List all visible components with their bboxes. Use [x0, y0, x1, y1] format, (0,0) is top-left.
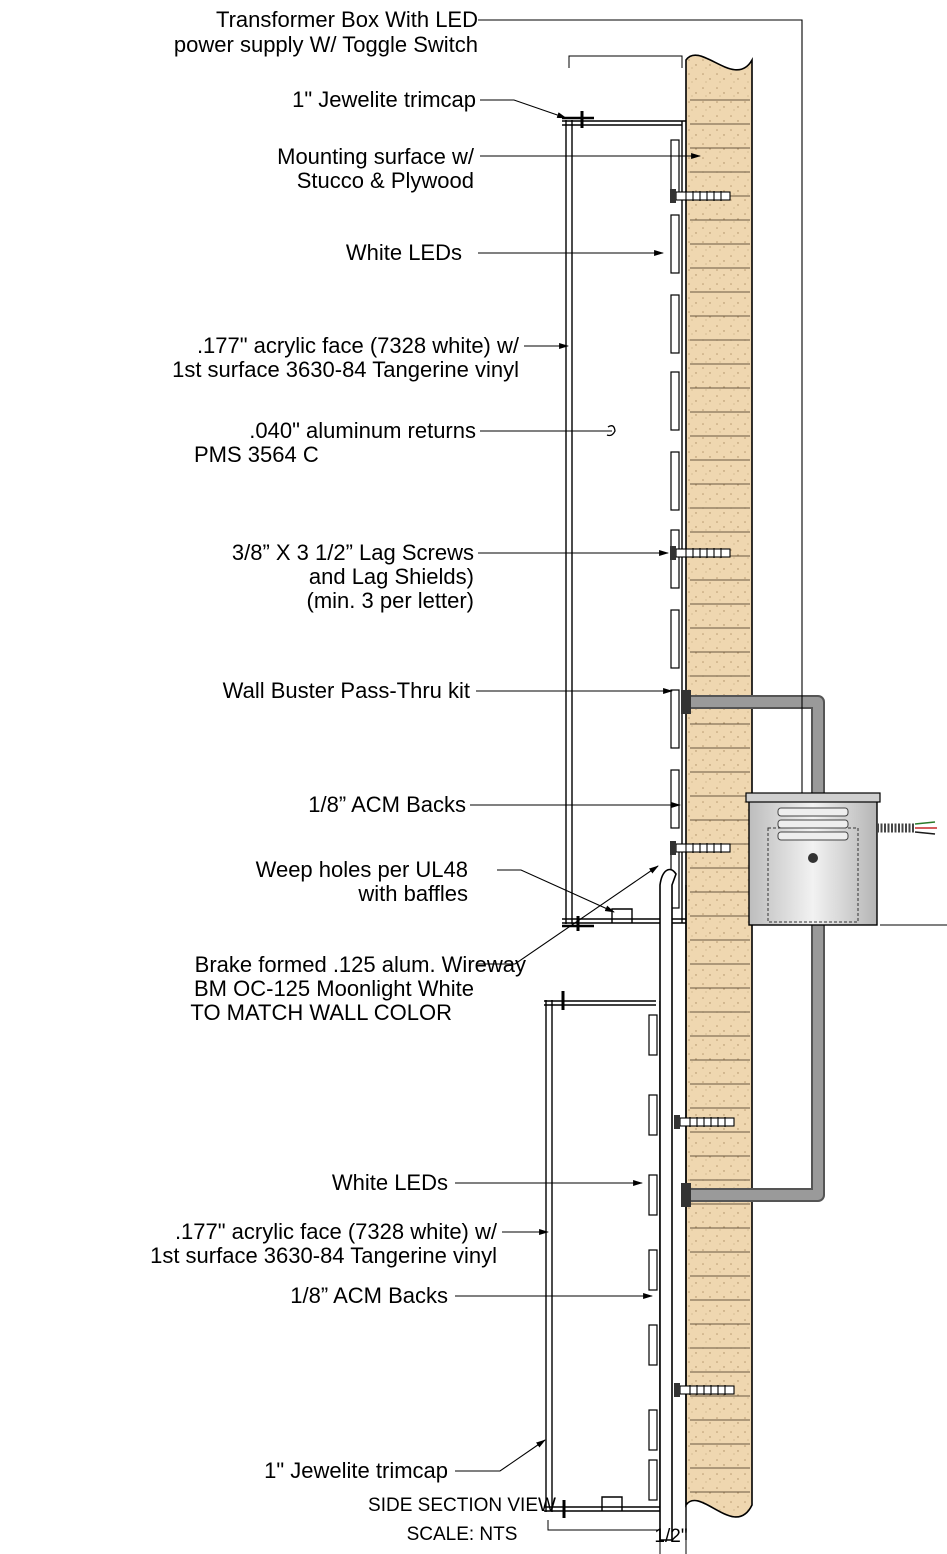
toggle-switch-icon — [808, 853, 818, 863]
led-module — [648, 1324, 658, 1366]
lag-screw — [679, 1385, 735, 1395]
label-leds-bottom: White LEDs — [332, 1170, 448, 1195]
lower-lag-screws — [674, 1115, 735, 1397]
led-module — [670, 769, 680, 829]
stucco-wall — [685, 54, 753, 1518]
label-lag-2: and Lag Shields) — [309, 564, 474, 589]
label-wallbuster: Wall Buster Pass-Thru kit — [223, 678, 470, 703]
led-module — [670, 214, 680, 274]
label-acrylic-top-2: 1st surface 3630-84 Tangerine vinyl — [172, 357, 519, 382]
lower-channel-letter — [544, 868, 687, 1554]
label-acrylic-bot-2: 1st surface 3630-84 Tangerine vinyl — [150, 1243, 497, 1268]
label-transformer-2: power supply W/ Toggle Switch — [174, 32, 478, 57]
label-acrylic-bot-1: .177" acrylic face (7328 white) w/ — [175, 1219, 498, 1244]
led-module — [670, 294, 680, 354]
led-module — [648, 1409, 658, 1451]
led-module — [648, 1174, 658, 1216]
label-trimcap-top: 1" Jewelite trimcap — [292, 87, 476, 112]
upper-lag-screws — [670, 189, 731, 855]
label-acrylic-top-1: .177" acrylic face (7328 white) w/ — [197, 333, 520, 358]
dimension-half-inch: 1/2" — [654, 1526, 687, 1547]
caption-scale: SCALE: NTS — [407, 1524, 518, 1545]
label-weep-1: Weep holes per UL48 — [256, 857, 468, 882]
label-wireway-3: TO MATCH WALL COLOR — [190, 1000, 452, 1025]
callout-labels: Transformer Box With LED power supply W/… — [150, 7, 688, 1547]
label-weep-2: with baffles — [357, 881, 468, 906]
label-leds-top: White LEDs — [346, 240, 462, 265]
conduit — [681, 690, 825, 1207]
label-mounting-1: Mounting surface w/ — [277, 144, 475, 169]
led-module — [648, 1459, 658, 1501]
leaders — [455, 19, 803, 1472]
led-module — [648, 1014, 658, 1056]
caption-title: SIDE SECTION VIEW — [368, 1495, 556, 1516]
upper-channel-letter — [562, 55, 686, 931]
lag-screw — [679, 1117, 735, 1127]
label-transformer-1: Transformer Box With LED — [216, 7, 478, 32]
lower-led-modules — [648, 1014, 658, 1501]
led-module — [670, 451, 680, 511]
label-returns-1: .040" aluminum returns — [249, 418, 476, 443]
label-wireway-1: Brake formed .125 alum. Wireway — [195, 952, 526, 977]
led-module — [648, 1094, 658, 1136]
label-mounting-2: Stucco & Plywood — [297, 168, 474, 193]
upper-led-modules — [670, 139, 680, 909]
weep-baffle — [611, 908, 633, 923]
lag-screw — [675, 191, 731, 201]
drawing-caption: SIDE SECTION VIEW SCALE: NTS — [368, 1495, 556, 1545]
transformer-box — [745, 792, 947, 926]
led-module — [670, 609, 680, 669]
label-wireway-2: BM OC-125 Moonlight White — [194, 976, 474, 1001]
led-module — [670, 371, 680, 431]
lag-screw — [675, 548, 731, 558]
label-acm-bottom: 1/8” ACM Backs — [290, 1283, 448, 1308]
label-returns-2: PMS 3564 C — [194, 442, 319, 467]
label-acm-top: 1/8” ACM Backs — [308, 792, 466, 817]
wireway — [659, 868, 677, 1541]
label-trimcap-bottom: 1" Jewelite trimcap — [264, 1458, 448, 1483]
led-module — [670, 689, 680, 749]
label-lag-1: 3/8” X 3 1/2” Lag Screws — [232, 540, 474, 565]
label-lag-3: (min. 3 per letter) — [307, 588, 475, 613]
led-module — [648, 1249, 658, 1291]
lag-screw — [675, 843, 731, 853]
